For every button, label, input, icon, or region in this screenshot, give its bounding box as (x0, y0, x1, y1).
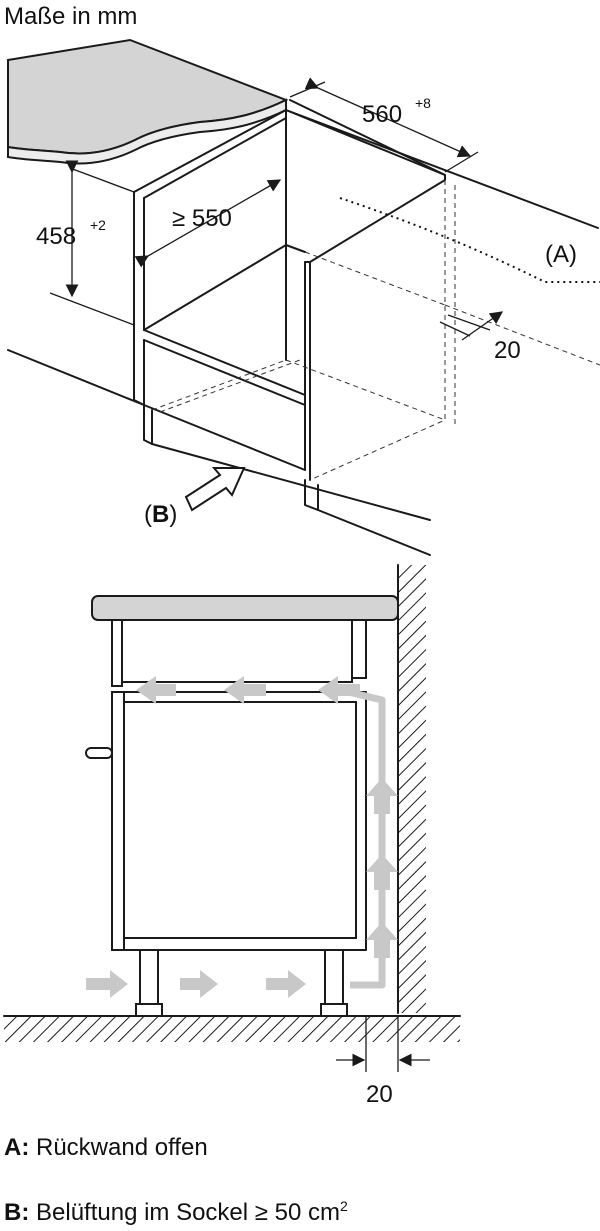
cabinet-front-frame (143, 197, 306, 471)
width-dimension-line (304, 77, 472, 158)
airflow-arrow-top-2 (224, 676, 266, 704)
section-view: 20 (3, 564, 461, 1108)
airflow-arrow-top-1 (318, 676, 360, 704)
hidden-back-lines (151, 180, 600, 481)
marker-b-open: (B) (144, 501, 177, 528)
height-ext-top (69, 167, 135, 193)
floor-line-right (317, 509, 431, 556)
airflow-arrow-bottom-3 (266, 970, 306, 998)
hob-body (121, 619, 353, 683)
floor-line-mid (151, 443, 431, 521)
rear-gap-bottom-value: 20 (366, 1081, 393, 1108)
plinth-left (143, 404, 153, 445)
hidden-rear-panel (159, 185, 456, 425)
height-value: 458 (36, 223, 76, 250)
worktop-rear-line (285, 109, 599, 229)
legend-a-text: Rückwand offen (36, 1134, 208, 1161)
height-ext-bottom (49, 292, 135, 326)
width-tolerance: +8 (415, 95, 431, 111)
legend-b: B: Belüftung im Sockel ≥ 50 cm2 (4, 1198, 348, 1227)
legend-a: A: Rückwand offen (4, 1134, 208, 1162)
airflow-arrow-bottom-2 (180, 970, 218, 998)
rear-gap-top-value: 20 (494, 337, 521, 364)
airflow-arrow-bottom-1 (86, 970, 128, 998)
legend-b-superscript: 2 (339, 1198, 348, 1214)
foot-left (139, 949, 159, 1007)
wall-hatch (398, 565, 426, 1013)
height-tolerance: +2 (90, 217, 106, 233)
floor-line-front (7, 349, 145, 406)
width-ext-right (444, 151, 479, 173)
airflow-arrow-up-3 (366, 778, 398, 814)
open-back-indicator (339, 197, 600, 283)
foot-right (324, 949, 344, 1007)
gap-arrow-1 (461, 311, 504, 341)
width-ext-left (289, 81, 326, 98)
cabinet-door-left (111, 691, 125, 951)
airflow-arrow-up-2 (366, 854, 398, 890)
airflow-arrow-up-1 (366, 922, 398, 958)
marker-a: (A) (545, 241, 577, 268)
oven-cavity (123, 701, 357, 939)
foot-right-base (320, 1003, 348, 1017)
depth-value: ≥ 550 (172, 205, 232, 232)
worktop-section (91, 595, 399, 621)
cabinet-side-right (285, 109, 446, 471)
gap-ext-1 (447, 314, 491, 331)
airflow-b-arrow (184, 467, 246, 512)
perspective-view: Maße in mm (A) 560 +8 (4, 3, 600, 556)
legend-a-key: A: (4, 1134, 30, 1161)
airflow-arrow-top-3 (136, 676, 176, 704)
cabinet-shelf (143, 244, 306, 406)
foot-left-base (135, 1003, 163, 1017)
width-value: 560 (362, 101, 402, 128)
legend-b-text: Belüftung im Sockel ≥ 50 cm (36, 1199, 340, 1226)
gap-ext-2 (439, 321, 471, 337)
hob-left-side (111, 619, 123, 687)
units-caption: Maße in mm (4, 3, 137, 30)
door-handle (85, 747, 113, 759)
plinth-right (304, 479, 319, 511)
legend-b-key: B: (4, 1199, 30, 1226)
depth-dimension-line (134, 179, 282, 268)
hob-right-side (351, 619, 367, 679)
airflow-path (339, 686, 386, 989)
floor-hatch (4, 1016, 460, 1042)
